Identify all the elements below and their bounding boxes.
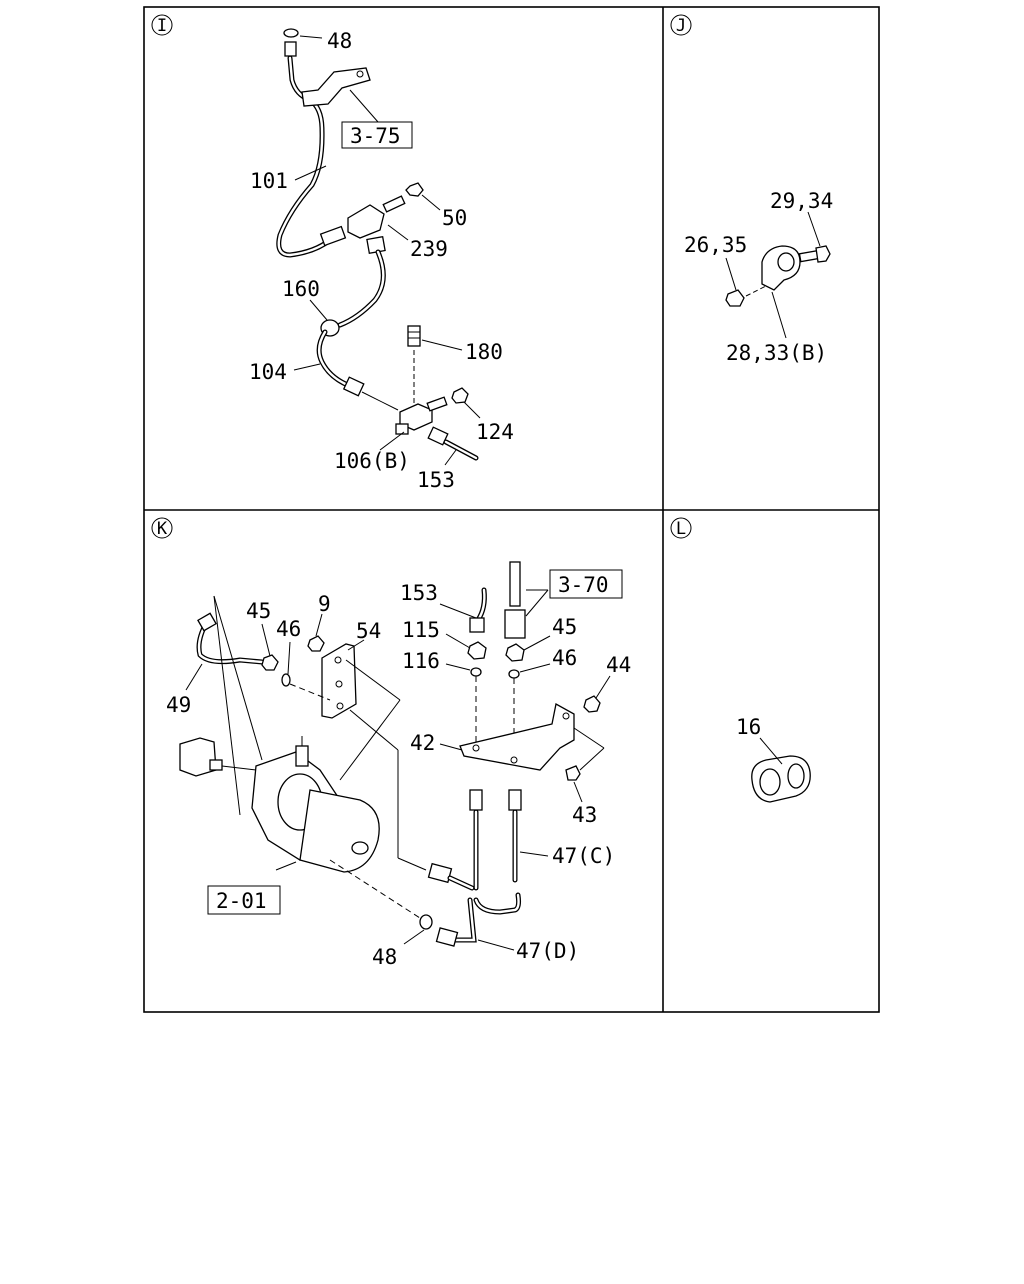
pipe-47d-fitting-icon <box>435 927 459 947</box>
label-26-35: 26,35 <box>684 233 747 257</box>
sensor-153-icon <box>427 426 449 446</box>
label-48: 48 <box>327 29 352 53</box>
section-marker-l-text: L <box>676 519 686 539</box>
label-9: 9 <box>318 592 331 616</box>
nut-115-icon <box>467 641 487 660</box>
switch-3-70-icon <box>504 609 526 639</box>
section-marker-k-text: K <box>157 519 168 539</box>
label-106b: 106(B) <box>334 449 410 473</box>
label-115: 115 <box>402 618 440 642</box>
label-46-right: 46 <box>552 646 577 670</box>
nut-45-right-icon <box>505 643 525 662</box>
label-48-k: 48 <box>372 945 397 969</box>
bleeder-180-icon <box>407 325 421 347</box>
bolt-43-icon <box>565 765 581 781</box>
bracket-42-icon <box>459 702 575 771</box>
nut-124-icon <box>451 387 469 404</box>
top-fitting-icon <box>284 41 297 57</box>
switch-3-70-rod-icon <box>509 561 521 607</box>
label-47c: 47(C) <box>552 844 615 868</box>
label-104: 104 <box>249 360 287 384</box>
pipe-47c-fitting-icon <box>508 789 522 811</box>
pipe-47-left-fitting-icon <box>469 789 483 811</box>
section-marker-k: K <box>151 517 173 539</box>
label-49: 49 <box>166 693 191 717</box>
washer-48-k-icon <box>419 914 433 930</box>
label-46-left: 46 <box>276 617 301 641</box>
label-160: 160 <box>282 277 320 301</box>
section-marker-j-text: J <box>676 16 686 36</box>
label-239: 239 <box>410 237 448 261</box>
ref-label-3-70: 3-70 <box>558 573 609 597</box>
assembly-port-icon <box>295 745 309 767</box>
washer-46-right-icon <box>508 669 520 679</box>
ref-box-2-01 <box>207 885 281 915</box>
washer-48-icon <box>283 28 299 38</box>
section-marker-j: J <box>670 14 692 36</box>
label-50: 50 <box>442 206 467 230</box>
label-43: 43 <box>572 803 597 827</box>
label-180: 180 <box>465 340 503 364</box>
label-16: 16 <box>736 715 761 739</box>
nut-9-icon <box>307 635 325 652</box>
nut-45-left-icon <box>261 654 279 671</box>
pipe-104-fitting-icon <box>342 376 365 397</box>
label-28-33b: 28,33(B) <box>726 341 827 365</box>
bracket-3-75-icon <box>301 67 371 107</box>
washer-116-icon <box>470 667 482 677</box>
pipe-47-upper-fitting-icon <box>427 862 453 884</box>
section-i-drawing: 48 3-75 101 50 239 160 180 104 124 106(B… <box>249 28 514 492</box>
ref-label-3-75: 3-75 <box>350 124 401 148</box>
nut-26-35-icon <box>725 289 745 307</box>
label-54: 54 <box>356 619 381 643</box>
label-153: 153 <box>417 468 455 492</box>
label-42: 42 <box>410 731 435 755</box>
label-153-k: 153 <box>400 581 438 605</box>
label-124: 124 <box>476 420 514 444</box>
ref-box-3-75 <box>341 121 413 149</box>
section-j-drawing: 29,34 26,35 28,33(B) <box>684 189 833 365</box>
label-101: 101 <box>250 169 288 193</box>
diagram-frame <box>143 6 880 1013</box>
label-116: 116 <box>402 649 440 673</box>
ref-box-3-70 <box>549 569 623 599</box>
section-l-drawing: 16 <box>736 715 811 803</box>
washer-46-left-icon <box>281 673 291 687</box>
sensor-153-k-icon <box>469 617 485 633</box>
union-239-icon <box>347 204 385 239</box>
section-marker-l: L <box>670 517 692 539</box>
hose-end-fitting-icon <box>319 225 347 247</box>
section-k-drawing: 153 115 116 45 46 9 54 3-70 45 46 44 49 … <box>166 561 631 969</box>
label-44: 44 <box>606 653 631 677</box>
section-marker-i-text: I <box>157 16 167 36</box>
nut-50-icon <box>405 182 424 197</box>
label-45-right: 45 <box>552 615 577 639</box>
label-29-34: 29,34 <box>770 189 833 213</box>
ref-label-2-01: 2-01 <box>216 889 267 913</box>
section-marker-i: I <box>151 14 173 36</box>
label-47d: 47(D) <box>516 939 579 963</box>
pipe-49-fitting-icon <box>197 612 217 632</box>
label-45-left: 45 <box>246 599 271 623</box>
nut-44-icon <box>583 695 601 713</box>
